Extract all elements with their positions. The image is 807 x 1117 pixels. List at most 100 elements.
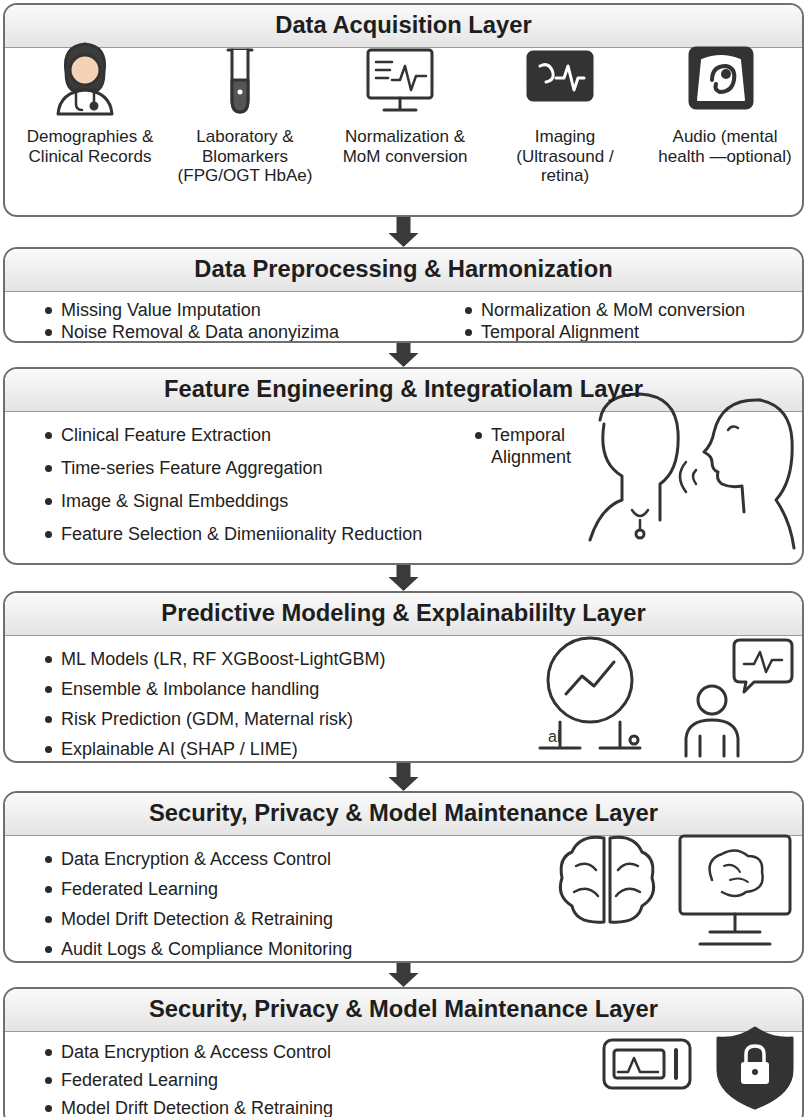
arrow-shaft <box>397 343 411 354</box>
bullet-dot <box>45 307 52 314</box>
bullet-dot <box>45 1049 52 1056</box>
bullet-row: Data Encryption & Access Control <box>45 1041 545 1065</box>
bullet-text: Data Encryption & Access Control <box>61 848 331 870</box>
bullet-row: Model Drift Detection & Retraining <box>45 1097 545 1117</box>
person-speech-icon <box>686 640 792 756</box>
ultrasound-icon <box>528 52 592 100</box>
bullet-dot <box>45 656 52 663</box>
chart-icon <box>540 638 640 748</box>
bullet-dot <box>45 856 52 863</box>
flow-arrow <box>389 963 419 987</box>
arrow-shaft <box>397 763 411 778</box>
bullet-dot <box>45 916 52 923</box>
bullet-row: Audit Logs & Compliance Monitoring <box>45 938 545 962</box>
bullet-dot <box>45 1105 52 1112</box>
clinician-head-icon <box>590 394 678 540</box>
test-tube-icon <box>228 50 252 112</box>
bullet-dot <box>465 307 472 314</box>
lock-shield-icon <box>718 1028 792 1108</box>
layer-title: Security, Privacy & Model Maintenance La… <box>5 995 802 1023</box>
bullet-text: Data Encryption & Access Control <box>61 1041 331 1063</box>
bullet-dot <box>45 531 52 538</box>
flow-arrow <box>389 343 419 367</box>
monitor-brain-icon <box>680 836 790 944</box>
bullet-text: Federated Learning <box>61 878 218 900</box>
flow-arrow <box>389 763 419 791</box>
bullet-dot <box>45 329 52 336</box>
device-icon <box>604 1040 690 1088</box>
bullet-row: Ensemble & Imbolance handling <box>45 678 525 702</box>
layer-title: Feature Engineering & Integratiolam Laye… <box>5 375 802 403</box>
bullet-row: Clinical Feature Extraction <box>45 424 465 448</box>
source-caption: Laboratory & Blomarkers (FPG/OGT HbAe) <box>170 127 320 186</box>
bullet-dot <box>45 886 52 893</box>
icon-label: al <box>548 728 560 746</box>
arrow-shaft <box>397 963 411 974</box>
bullet-dot <box>45 686 52 693</box>
arrow-head <box>389 233 419 247</box>
bullet-text: Temporal Alignment <box>491 424 595 468</box>
layer-title: Security, Privacy & Model Maintenance La… <box>5 799 802 827</box>
bullet-text: Image & Signal Embeddings <box>61 490 288 512</box>
bullet-row: Federated Learning <box>45 1069 545 1093</box>
monitor-icon <box>368 50 432 110</box>
bullet-row: Feature Selection & Dimeniionality Reduc… <box>45 523 545 547</box>
bullet-row: Data Encryption & Access Control <box>45 848 545 872</box>
arrow-shaft <box>397 217 411 234</box>
layer-title: Predictive Modeling & Explainabililty La… <box>5 599 802 627</box>
bullet-row: Noise Removal & Data anonyizima <box>45 321 445 343</box>
bullet-row: Federated Learning <box>45 878 545 902</box>
brain-icon <box>560 837 653 922</box>
bullet-row: Normalization & MoM conversion <box>465 299 795 323</box>
source-caption: Normalization & MoM conversion <box>330 127 480 166</box>
arrow-head <box>389 353 419 367</box>
bullet-text: Model Drift Detection & Retraining <box>61 908 333 930</box>
bullet-row: Image & Signal Embeddings <box>45 490 545 514</box>
bullet-dot <box>45 746 52 753</box>
bullet-text: ML Models (LR, RF XGBoost-LightGBM) <box>61 648 385 670</box>
layer-title: Data Preprocessing & Harmonization <box>5 255 802 283</box>
bullet-dot <box>475 432 482 439</box>
bullet-row: Missing Value Imputation <box>45 299 445 323</box>
bullet-dot <box>45 498 52 505</box>
fetal-scan-icon <box>690 48 752 108</box>
layer-band: Data Preprocessing & HarmonizationMissin… <box>3 247 804 343</box>
bullet-text: Explainable AI (SHAP / LIME) <box>61 738 298 760</box>
bullet-text: Time-series Feature Aggregation <box>61 457 322 479</box>
bullet-text: Risk Prediction (GDM, Maternal risk) <box>61 708 353 730</box>
bullet-text: Feature Selection & Dimeniionality Reduc… <box>61 523 422 545</box>
bullet-text: Clinical Feature Extraction <box>61 424 271 446</box>
bullet-row: Explainable AI (SHAP / LIME) <box>45 738 525 762</box>
bullet-dot <box>465 329 472 336</box>
bullet-text: Missing Value Imputation <box>61 299 261 321</box>
bullet-text: Federated Learning <box>61 1069 218 1091</box>
flow-arrow <box>389 217 419 247</box>
layer-band: Predictive Modeling & Explainabililty La… <box>3 591 804 763</box>
bullet-text: Model Drift Detection & Retraining <box>61 1097 333 1117</box>
source-caption: Demographies & Clinical Records <box>15 127 165 166</box>
bullet-text: Normalization & MoM conversion <box>481 299 745 321</box>
arrow-shaft <box>397 565 411 578</box>
bullet-text: Temporal Alignment <box>481 321 639 343</box>
doctor-icon <box>58 44 112 114</box>
arrow-head <box>389 973 419 987</box>
bullet-text: Ensemble & Imbolance handling <box>61 678 319 700</box>
bullet-text: Noise Removal & Data anonyizima <box>61 321 339 343</box>
bullet-dot <box>45 432 52 439</box>
bullet-dot <box>45 465 52 472</box>
source-caption: Imaging (Ultrasound / retina) <box>490 127 640 186</box>
bullet-dot <box>45 1077 52 1084</box>
bullet-dot <box>45 946 52 953</box>
bullet-row: Time-series Feature Aggregation <box>45 457 545 481</box>
bullet-row: Temporal Alignment <box>465 321 795 343</box>
speaking-woman-icon <box>680 400 794 548</box>
arrow-head <box>389 577 419 591</box>
layer-title: Data Acquisition Layer <box>5 11 802 39</box>
arrow-head <box>389 777 419 791</box>
flow-arrow <box>389 565 419 591</box>
bullet-text: Audit Logs & Compliance Monitoring <box>61 938 352 960</box>
bullet-dot <box>45 716 52 723</box>
source-caption: Audio (mental health —optional) <box>650 127 800 166</box>
bullet-row: Model Drift Detection & Retraining <box>45 908 545 932</box>
